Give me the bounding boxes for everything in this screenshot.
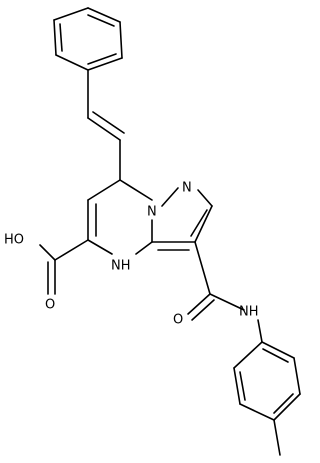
carboxylic-acid bbox=[39, 239, 89, 295]
atom-oh-acid: HO bbox=[4, 233, 24, 248]
atom-o-acid: O bbox=[45, 298, 55, 313]
phenyl-ring bbox=[53, 7, 123, 71]
tolyl-ring bbox=[233, 341, 301, 456]
atom-n-bridgehead: N bbox=[147, 205, 157, 220]
atom-n-pyrazole: N bbox=[182, 181, 192, 196]
pyrimidine-ring bbox=[87, 179, 153, 255]
pyrazole-ring bbox=[151, 187, 213, 251]
vinyl-linker bbox=[87, 69, 125, 181]
atom-nh-amide: NH bbox=[239, 305, 259, 320]
atom-o-amide: O bbox=[173, 313, 183, 328]
atom-nh-ring: NH bbox=[111, 259, 131, 274]
molecule-structure: N N NH HO O NH O bbox=[4, 7, 301, 456]
amide-group bbox=[187, 241, 263, 343]
